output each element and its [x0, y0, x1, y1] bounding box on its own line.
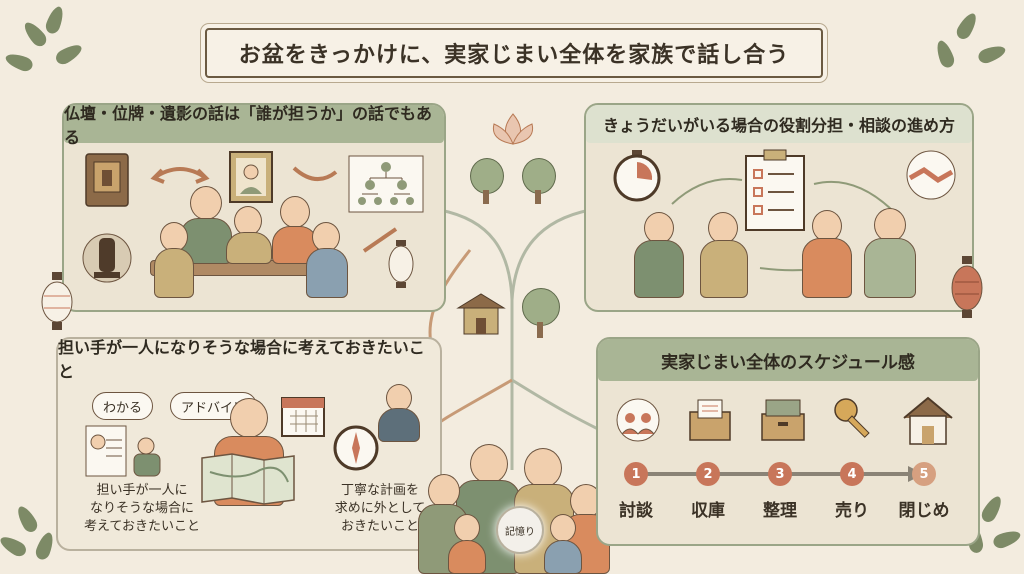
timeline-step-number: 4 — [840, 462, 864, 486]
timeline-step-number: 1 — [624, 462, 648, 486]
lantern-icon — [951, 256, 983, 318]
box-icon — [689, 399, 731, 441]
compass-icon — [333, 425, 379, 471]
timeline-step-label: 収庫 — [691, 501, 725, 521]
memory-orb: 記憶り — [496, 506, 544, 554]
timeline-step-label: 閉じめ — [898, 501, 950, 521]
meeting-icon — [616, 398, 660, 442]
timeline-step-label: 売り — [835, 501, 869, 521]
timeline-step-number: 2 — [696, 462, 720, 486]
panel-heading: 実家じまい全体のスケジュール感 — [598, 339, 978, 381]
altar-icon — [85, 153, 129, 207]
panel-heading: 仏壇・位牌・遺影の話は「誰が担うか」の話でもある — [64, 104, 444, 147]
timeline-step-number: 5 — [912, 462, 936, 486]
checklist-icon — [745, 149, 805, 231]
arrow-icon — [362, 227, 398, 253]
calendar-icon — [281, 397, 325, 437]
temple-icon — [456, 293, 506, 335]
timeline-step-number: 3 — [768, 462, 792, 486]
panel-heading: 担い手が一人になりそうな場合に考えておきたいこと — [58, 338, 425, 381]
timeline-step-label: 討談 — [619, 501, 653, 521]
speech-bubble: わかる — [92, 392, 154, 420]
lantern-icon — [388, 240, 414, 288]
lotus-icon — [492, 113, 534, 145]
house-icon — [903, 396, 953, 445]
stopwatch-icon — [613, 150, 661, 202]
portrait-icon — [229, 151, 273, 203]
phone-call-icon — [85, 425, 161, 477]
panel-heading: きょうだいがいる場合の役割分担・相談の進め方 — [586, 105, 972, 143]
memorial-tablet-icon — [82, 233, 132, 283]
page-title: お盆をきっかけに、実家じまい全体を家族で話し合う — [205, 28, 823, 78]
key-icon — [834, 398, 870, 438]
arrow-icon — [292, 166, 338, 181]
speech-bubble: アドバイス — [170, 392, 257, 420]
map-icon — [201, 453, 295, 505]
family-tree-icon — [348, 155, 424, 213]
arrow-icon — [150, 167, 210, 184]
timeline-step-label: 整理 — [763, 501, 797, 521]
caretaker-note: 担い手が一人に なりそうな場合に 考えておきたいこと — [84, 483, 200, 534]
planning-note: 丁寧な計画を 求めに外として おきたいこと — [334, 483, 426, 534]
lantern-icon — [41, 272, 73, 330]
handshake-icon — [906, 150, 956, 200]
storage-icon — [761, 399, 805, 441]
